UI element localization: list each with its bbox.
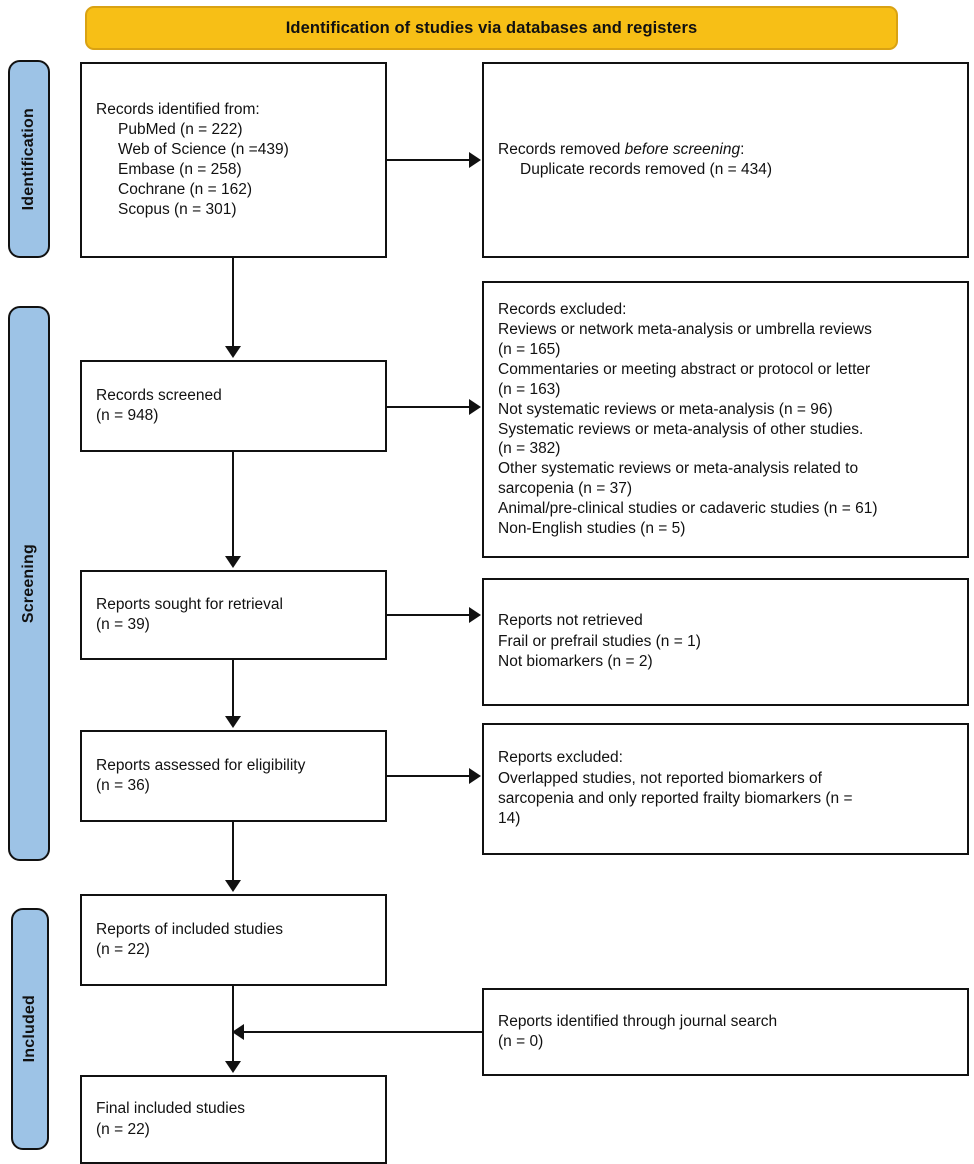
box-line: Not biomarkers (n = 2): [498, 653, 653, 671]
connector-screened-to-sought: [232, 452, 234, 558]
box-line: Reports assessed for eligibility: [96, 756, 306, 774]
box-reports-assessed-for-eligibility: Reports assessed for eligibility (n = 36…: [80, 730, 387, 822]
box-line: Embase (n = 258): [118, 161, 242, 178]
arrow-journal-to-final: [232, 1024, 244, 1040]
box-line: Final included studies: [96, 1100, 246, 1118]
connector-screened-to-excluded: [387, 406, 470, 408]
box-line: Not systematic reviews or meta-analysis …: [498, 400, 833, 418]
box-line: Duplicate records removed (n = 434): [520, 161, 772, 178]
box-line: Reports of included studies: [96, 920, 283, 938]
phase-label-included: Included: [11, 908, 49, 1150]
box-line: Non-English studies (n = 5): [498, 520, 686, 538]
box-line: Records excluded:: [498, 300, 627, 318]
arrow-screened-to-sought: [225, 556, 241, 568]
box-line: Web of Science (n =439): [118, 141, 289, 159]
diagram-title: Identification of studies via databases …: [285, 18, 698, 37]
box-reports-sought-for-retrieval: Reports sought for retrieval (n = 39): [80, 570, 387, 660]
connector-sought-to-assessed: [232, 660, 234, 718]
arrow-assessed-to-reports-included: [225, 880, 241, 892]
box-reports-not-retrieved: Reports not retrieved Frail or prefrail …: [482, 578, 969, 706]
box-line: (n = 36): [96, 777, 150, 794]
phase-label-screening-text: Screening: [20, 543, 37, 624]
box-line: (n = 948): [96, 407, 159, 424]
phase-label-identification-text: Identification: [20, 107, 37, 211]
box-line: Scopus (n = 301): [118, 200, 237, 218]
box-line: Reviews or network meta-analysis or umbr…: [498, 320, 872, 338]
connector-identified-to-screened: [232, 258, 234, 348]
box-reports-of-included-studies: Reports of included studies (n = 22): [80, 894, 387, 986]
box-line: Records removed before screening:: [498, 140, 953, 160]
box-line: (n = 22): [96, 1120, 150, 1138]
arrow-identified-to-screened: [225, 346, 241, 358]
connector-assessed-to-reports-included: [232, 822, 234, 882]
box-line: PubMed (n = 222): [118, 121, 243, 139]
box-line: Commentaries or meeting abstract or prot…: [498, 360, 871, 378]
box-line: Cochrane (n = 162): [118, 180, 252, 198]
box-line: sarcopenia and only reported frailty bio…: [498, 790, 853, 807]
arrow-sought-to-not-retrieved: [469, 607, 481, 623]
box-line: (n = 165): [498, 340, 561, 358]
box-final-included-studies: Final included studies (n = 22): [80, 1075, 387, 1164]
phase-label-identification: Identification: [8, 60, 50, 258]
box-line: (n = 39): [96, 616, 150, 633]
box-records-excluded: Records excluded: Reviews or network met…: [482, 281, 969, 558]
connector-identified-to-removed: [387, 159, 470, 161]
phase-label-screening: Screening: [8, 306, 50, 861]
box-line-suffix: :: [740, 140, 745, 158]
arrow-reports-included-to-final: [225, 1061, 241, 1073]
box-records-identified-from: Records identified from: PubMed (n = 222…: [80, 62, 387, 258]
box-line: (n = 0): [498, 1033, 544, 1050]
connector-assessed-to-reports-excluded: [387, 775, 470, 777]
connector-sought-to-not-retrieved: [387, 614, 470, 616]
box-line: Reports sought for retrieval: [96, 595, 283, 613]
box-records-screened: Records screened (n = 948): [80, 360, 387, 452]
box-line: sarcopenia (n = 37): [498, 480, 632, 498]
box-line: Reports identified through journal searc…: [498, 1012, 778, 1030]
arrow-assessed-to-reports-excluded: [469, 768, 481, 784]
arrow-sought-to-assessed: [225, 716, 241, 728]
box-records-removed-before-screening: Records removed before screening: Duplic…: [482, 62, 969, 258]
box-reports-identified-through-journal-search: Reports identified through journal searc…: [482, 988, 969, 1076]
box-line: Animal/pre-clinical studies or cadaveric…: [498, 500, 878, 518]
box-line: Records identified from:: [96, 101, 260, 119]
box-line: Reports excluded:: [498, 749, 623, 767]
box-reports-excluded: Reports excluded: Overlapped studies, no…: [482, 723, 969, 855]
box-line: Systematic reviews or meta-analysis of o…: [498, 420, 864, 438]
box-line: (n = 382): [498, 440, 561, 458]
box-line: Records screened: [96, 386, 222, 404]
arrow-identified-to-removed: [469, 152, 481, 168]
box-line: Reports not retrieved: [498, 612, 643, 630]
box-line: Other systematic reviews or meta-analysi…: [498, 460, 859, 478]
box-line-emphasis: before screening: [624, 140, 741, 158]
box-line: Frail or prefrail studies (n = 1): [498, 632, 701, 650]
arrow-screened-to-excluded: [469, 399, 481, 415]
box-line: (n = 22): [96, 941, 150, 958]
connector-journal-to-final: [243, 1031, 482, 1033]
box-line: (n = 163): [498, 380, 561, 398]
box-line-text: Records removed: [498, 140, 625, 158]
diagram-header-banner: Identification of studies via databases …: [85, 6, 898, 50]
phase-label-included-text: Included: [21, 995, 38, 1063]
box-line: Overlapped studies, not reported biomark…: [498, 769, 822, 787]
box-line: 14): [498, 810, 521, 828]
